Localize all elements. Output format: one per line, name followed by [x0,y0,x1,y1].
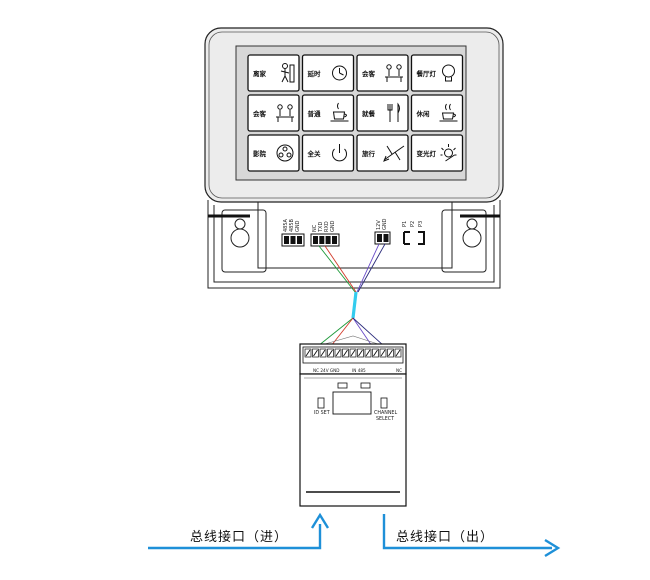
id-set-switch [317,397,325,409]
scene-button-label: 会客 [362,69,376,78]
scene-button[interactable]: 变光灯 [410,134,464,172]
terminal-screw [394,348,402,358]
person-leaving-icon [280,63,295,83]
scene-button[interactable]: 会客 [247,94,300,132]
fork-knife-icon [387,102,400,122]
mounting-plate [207,200,501,289]
signal-wires-top [318,243,386,293]
connector-uart-pin-label: TXD [318,222,324,233]
connector-p-pin-label: P2 [410,221,416,227]
connector-485-pin-label: 485A [283,218,289,232]
select-label: SELECT [376,416,394,422]
scene-button-label: 变光灯 [417,149,437,158]
connector-485-pin-label: 485B [289,218,295,232]
bus-out-arrow [382,514,561,558]
terminal-screw [357,348,364,358]
guests-icon [276,104,294,122]
clock-timer-icon [332,65,347,81]
bus-out-label: 总线接口（出） [396,530,495,545]
terminal-screw [379,348,387,358]
terminal-block [304,348,402,358]
bus-cable [351,291,358,319]
terminal-screw [312,348,319,358]
terminal-screw [349,348,357,358]
mount-hole-right [462,218,482,248]
bus-module: NC 24V GND IN 485 NC ID SET CHANNEL SELE… [299,343,407,507]
terminal-label-nc: NC [396,368,402,373]
terminal-screw [304,348,312,358]
mount-hole-left [230,218,250,248]
terminal-screw [364,348,372,358]
connector-uart-pin-label: NC [312,224,318,232]
dimmer-icon [440,144,457,162]
scene-button[interactable]: 离家 [247,54,300,92]
scene-button[interactable]: 会客 [356,54,409,92]
scene-button[interactable]: 影院 [247,134,300,172]
terminal-label-bus: IN 485 [352,368,366,373]
button-grid: 离家延时会客餐厅灯会客普通就餐休闲影院全关旅行变光灯 [247,54,464,172]
terminal-screw [319,348,327,358]
connector-uart-pin-label: RXD [324,221,330,232]
connector-485: 485A 485B GND [281,218,305,247]
scene-button-label: 旅行 [362,149,376,158]
connector-power-pin-label: 12V [376,220,382,230]
scene-button[interactable]: 全关 [301,134,355,172]
scene-button-label: 延时 [307,69,322,78]
led-indicator [360,382,371,389]
connector-p-pin-label: P3 [418,221,424,227]
signal-wires-bottom [317,317,385,347]
terminal-screw [327,348,334,358]
airplane-icon [383,145,405,162]
scene-button-label: 餐厅灯 [416,69,437,78]
scene-button[interactable]: 休闲 [410,94,464,132]
connector-p-pin-label: P1 [402,221,408,227]
scene-button-label: 休闲 [416,109,431,118]
id-dial-window [332,391,372,415]
scene-button[interactable]: 旅行 [356,134,409,172]
bus-in-label: 总线接口（进） [190,530,289,545]
connector-485-pin-label: GND [295,220,301,232]
scene-button[interactable]: 延时 [301,54,355,92]
scene-button-label: 全关 [307,149,322,158]
panel-bezel [208,31,500,199]
lightbulb-icon [442,64,455,82]
scene-button[interactable]: 就餐 [356,94,409,132]
terminal-screw [372,348,379,358]
scene-button-label: 影院 [253,149,267,158]
coffee-steam-icon [439,103,458,122]
connector-p: P1 P2 P3 [402,221,425,245]
scene-button[interactable]: 餐厅灯 [410,54,464,92]
terminal-screw [387,348,394,358]
scene-button-label: 离家 [253,69,267,78]
connector-power: 12V GND [374,218,391,245]
connector-power-pin-label: GND [382,218,388,230]
scene-button-label: 普通 [308,109,322,118]
terminal-label-power: NC 24V GND [313,368,340,373]
coffee-cup-icon [330,102,349,122]
meeting-icon [385,64,403,82]
bus-in-arrow [148,512,330,550]
terminal-screw [334,348,342,358]
scene-button-label: 就餐 [362,109,376,118]
power-icon [332,144,347,162]
film-reel-icon [276,144,294,162]
channel-select-switch [380,397,388,409]
scene-button-label: 会客 [253,109,267,118]
id-set-label: ID SET [314,410,330,416]
scene-button[interactable]: 普通 [301,94,355,132]
connector-uart-pin-label: GND [330,220,336,232]
led-indicator [337,382,348,389]
channel-label: CHANNEL [374,410,397,416]
connector-uart: NC TXD RXD GND [310,220,340,247]
terminal-screw [342,348,349,358]
